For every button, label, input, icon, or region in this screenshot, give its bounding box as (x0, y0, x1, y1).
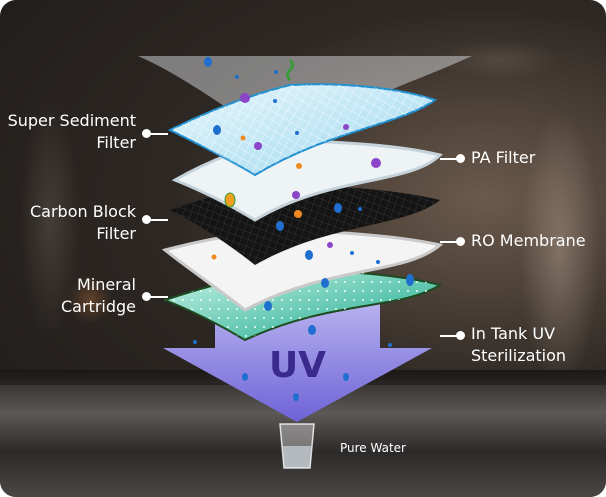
contaminant-particles (211, 58, 381, 260)
pointer-line (150, 219, 168, 221)
label-line: Mineral (76, 275, 136, 294)
water-glass-icon (279, 423, 315, 469)
top-funnel (138, 56, 472, 110)
label-line: Filter (96, 133, 136, 152)
label-pa-filter: PA Filter (471, 147, 535, 169)
pointer-dot (142, 292, 151, 301)
label-line: Carbon Block (30, 202, 136, 221)
pointer-dot (142, 215, 151, 224)
pointer-dot (142, 129, 151, 138)
pointer-dot (456, 331, 465, 340)
label-ro-membrane: RO Membrane (471, 230, 586, 252)
label-line: Filter (96, 224, 136, 243)
pointer-line (440, 241, 458, 243)
label-line: In Tank UV (471, 324, 556, 343)
label-mineral-cartridge: Mineral Cartridge (61, 274, 136, 318)
uv-arrow-label: UV (268, 345, 327, 386)
label-line: Sterilization (471, 346, 567, 365)
label-line: Cartridge (60, 297, 136, 316)
pointer-dot (456, 237, 465, 246)
pointer-line (150, 296, 168, 298)
label-super-sediment-filter: Super Sediment Filter (8, 110, 136, 154)
pointer-line (440, 158, 458, 160)
pure-water-label: Pure Water (340, 441, 406, 455)
pointer-line (150, 133, 168, 135)
label-line: Super Sediment (7, 111, 136, 130)
pointer-dot (456, 154, 465, 163)
water-droplets (193, 57, 414, 401)
pointer-line (440, 335, 458, 337)
label-in-tank-uv-sterilization: In Tank UV Sterilization (471, 323, 566, 367)
label-line: PA Filter (471, 148, 536, 167)
label-line: RO Membrane (471, 231, 586, 250)
label-carbon-block-filter: Carbon Block Filter (30, 201, 136, 245)
